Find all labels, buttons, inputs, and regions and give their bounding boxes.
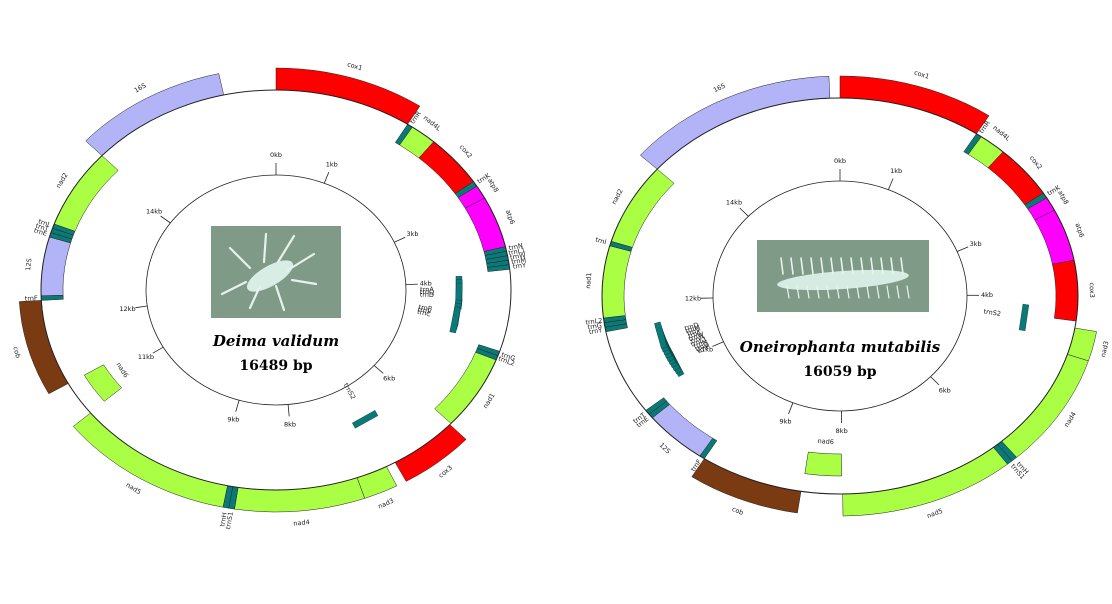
genome-backbone-circle <box>40 89 512 491</box>
gene-label-trnL2: trnL2 <box>585 316 603 326</box>
kb-tick <box>160 215 171 224</box>
gene-label-trnY: trnY <box>588 326 602 336</box>
kb-tick-label: 1kb <box>326 161 338 169</box>
kb-tick <box>739 207 749 217</box>
gene-label-trnP: trnP <box>418 303 432 313</box>
gene-label-trnC: trnC <box>416 308 432 319</box>
kb-tick-label: 14kb <box>146 207 162 215</box>
gene-nad6 <box>83 364 123 402</box>
species-name: Oneirophanta mutabilis <box>740 338 941 356</box>
kb-tick-label: 12kb <box>119 305 135 313</box>
kb-scale: 0kb 1kb 3kb 4kb 6kb 8kb 9kb 11kb 12kb 14kb <box>119 151 431 428</box>
gene-trnD <box>654 321 668 349</box>
kb-tick-label: 8kb <box>836 427 848 435</box>
gene-label-trnM: trnM <box>511 256 527 266</box>
kb-tick <box>888 178 894 190</box>
kb-tick <box>712 341 724 347</box>
gene-label-trnM: trnM <box>684 323 701 335</box>
gene-label-trnS2: trnS2 <box>983 307 1001 317</box>
gene-label-cob: cob <box>731 505 745 517</box>
kb-scale: 0kb 1kb 3kb 4kb 6kb 8kb 9kb 11kb 12kb 14kb <box>685 157 993 435</box>
kb-tick <box>323 171 330 184</box>
gene-trnS2 <box>352 410 379 429</box>
kb-tick-label: 0kb <box>270 151 282 159</box>
kb-tick-label: 8kb <box>284 420 296 428</box>
genome-backbone-circle <box>601 97 1079 495</box>
kb-tick <box>788 402 794 415</box>
kb-tick <box>287 404 290 417</box>
kb-tick-label: 9kb <box>779 417 791 425</box>
gene-label-trnY: trnY <box>512 261 526 270</box>
kb-tick <box>235 400 240 412</box>
gene-label-nad6: nad6 <box>817 437 834 446</box>
sea-cucumber-photo <box>211 226 341 318</box>
gene-trnC <box>449 306 462 334</box>
gene-label-nad3: nad3 <box>1099 340 1111 358</box>
gene-label-trnT: trnT <box>35 222 50 234</box>
gene-label-trnD: trnD <box>684 321 700 333</box>
gene-label-trnG: trnG <box>587 321 602 331</box>
kb-tick-label: 1kb <box>890 167 902 175</box>
kb-tick <box>405 283 418 285</box>
gene-label-cox3: cox3 <box>1088 282 1096 298</box>
gene-label-trnI: trnI <box>37 217 50 228</box>
kb-tick-label: 4kb <box>981 291 993 299</box>
kb-tick-label: 3kb <box>970 240 982 248</box>
gene-label-nad1: nad1 <box>584 272 593 289</box>
kb-tick <box>930 376 940 386</box>
gene-label-trnS1: trnS1 <box>224 511 235 530</box>
kb-tick-label: 11kb <box>697 346 713 354</box>
kb-tick <box>956 246 969 252</box>
kb-tick-label: 3kb <box>406 230 418 238</box>
gene-label-trnD: trnD <box>420 291 435 300</box>
gene-label-trnF: trnF <box>25 294 39 303</box>
gene-label-trnW: trnW <box>509 251 526 261</box>
kb-tick <box>135 305 148 309</box>
kb-tick-label: 11kb <box>138 353 154 361</box>
gene-label-trnE: trnE <box>33 226 48 237</box>
gene-label-cob: cob <box>11 346 22 359</box>
kb-tick-label: 0kb <box>834 157 846 165</box>
genome-length: 16489 bp <box>239 358 312 374</box>
kb-tick-label: 6kb <box>939 387 951 395</box>
gene-label-trnH: trnH <box>218 512 229 528</box>
gene-label-trnI: trnI <box>594 236 607 247</box>
kb-tick <box>373 365 384 374</box>
gene-label-trnQ: trnQ <box>420 288 434 296</box>
kb-tick-label: 14kb <box>726 199 742 207</box>
gene-label-trnL1: trnL1 <box>508 246 526 257</box>
gene-label-trnN: trnN <box>508 242 524 253</box>
kb-tick-label: 9kb <box>227 415 239 423</box>
gene-cox3 <box>1052 259 1079 322</box>
gene-trnF <box>40 294 64 301</box>
genome-length: 16059 bp <box>803 364 876 380</box>
kb-tick <box>394 236 406 243</box>
species-name: Deima validum <box>212 332 339 350</box>
gene-label-trnV: trnV <box>417 305 432 315</box>
gene-label-12S: 12S <box>24 258 33 271</box>
gene-label-nad4: nad4 <box>293 518 310 528</box>
kb-tick <box>152 346 164 354</box>
kb-tick-label: 6kb <box>383 375 395 383</box>
gene-nad6 <box>804 451 842 477</box>
sea-cucumber-photo <box>757 240 929 312</box>
gene-label-trnA: trnA <box>420 285 434 293</box>
kb-tick-label: 12kb <box>685 294 701 302</box>
gene-track <box>19 67 510 513</box>
kb-tick-label: 4kb <box>420 280 432 288</box>
gene-trnS2 <box>1018 303 1030 331</box>
